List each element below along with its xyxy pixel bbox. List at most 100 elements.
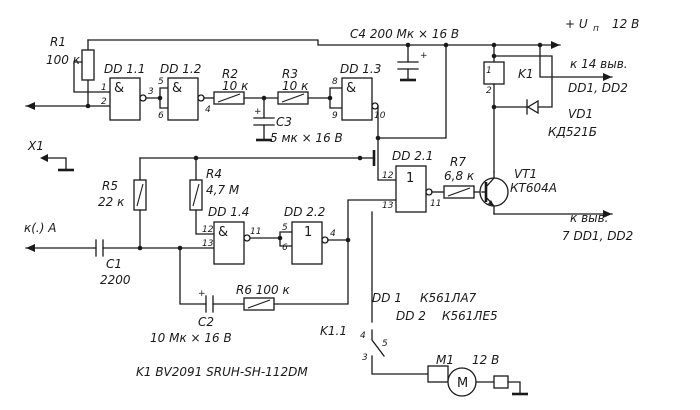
dd12-symbol: & xyxy=(172,81,182,96)
c2-value: 10 Мк × 16 В xyxy=(150,331,232,345)
dd11-label: DD 1.1 xyxy=(104,62,145,76)
resistor-r2: R2 10 к xyxy=(213,67,249,105)
k11-pin3: 3 xyxy=(362,353,368,363)
pin7-label: к выв. xyxy=(570,211,609,225)
resistor-r1: R1 100 к xyxy=(46,35,95,93)
vd1-label: VD1 xyxy=(568,107,593,121)
transistor-vt1: VT1 КТ604А xyxy=(479,167,557,215)
dd12-pin5: 5 xyxy=(158,77,164,87)
r2-value: 10 к xyxy=(222,79,249,93)
r7-value: 6,8 к xyxy=(444,169,475,183)
c2-label: C2 xyxy=(198,315,214,329)
c3-plus: + xyxy=(254,107,262,117)
k11-pin4: 4 xyxy=(360,331,366,341)
dd22-symbol: 1 xyxy=(304,225,312,240)
dd12-pin4: 4 xyxy=(205,105,211,115)
dd2-type: DD 2 xyxy=(396,309,426,323)
dd14-pin12: 12 xyxy=(202,225,214,235)
dd14-label: DD 1.4 xyxy=(208,205,249,219)
dd13-symbol: & xyxy=(346,81,356,96)
r4-value: 4,7 М xyxy=(206,183,240,197)
capacitor-c3: + C3 5 мк × 16 В xyxy=(253,97,343,145)
r2-label: R2 xyxy=(222,67,238,81)
dd13-pin10: 10 xyxy=(374,111,386,121)
k1-label: K1 xyxy=(518,67,534,81)
pin14-label-b: DD1, DD2 xyxy=(568,81,628,95)
dd1-type: DD 1 xyxy=(372,291,402,305)
pin14-label: к 14 выв. xyxy=(570,57,628,71)
k11-label: K1.1 xyxy=(320,324,347,338)
relay-note: K1 BV2091 SRUH-SH-112DM xyxy=(136,365,308,379)
c3-label: C3 xyxy=(276,115,292,129)
dd13-label: DD 1.3 xyxy=(340,62,381,76)
gate-dd1-1: & 1 2 3 DD 1.1 xyxy=(101,62,154,121)
resistor-r7: R7 6,8 к xyxy=(443,155,475,199)
resistor-r4: R4 4,7 М xyxy=(189,157,240,235)
gate-dd2-2: 1 5 6 4 DD 2.2 xyxy=(282,205,336,265)
dd11-pin2: 2 xyxy=(101,97,107,107)
r5-value: 22 к xyxy=(98,195,125,209)
pin7-label-b: 7 DD1, DD2 xyxy=(562,229,633,243)
c1-value: 2200 xyxy=(100,273,131,287)
r6-label: R6 100 к xyxy=(236,283,291,297)
r4-label: R4 xyxy=(206,167,222,181)
dd12-label: DD 1.2 xyxy=(160,62,201,76)
dd12-pin6: 6 xyxy=(158,111,164,121)
r3-value: 10 к xyxy=(282,79,309,93)
dd11-symbol: & xyxy=(114,81,124,96)
resistor-r5: R5 22 к xyxy=(98,157,147,249)
dd21-pin12: 12 xyxy=(382,171,394,181)
k1-pin2: 2 xyxy=(486,86,492,96)
ic-notes: DD 1 К561ЛА7 DD 2 К561ЛЕ5 xyxy=(372,291,498,323)
pin14-branch: к 14 выв. DD1, DD2 xyxy=(537,42,628,95)
relay-k1: 1 2 K1 xyxy=(483,44,534,173)
x1-label: X1 xyxy=(27,139,44,153)
c3-value: 5 мк × 16 В xyxy=(270,131,343,145)
vplus-label: + U xyxy=(565,17,588,31)
dd11-pin3: 3 xyxy=(148,87,154,97)
dd22-label: DD 2.2 xyxy=(284,205,325,219)
contact-k1-1: K1.1 4 3 5 xyxy=(320,211,429,375)
k1-pin1: 1 xyxy=(486,66,492,76)
left-output xyxy=(25,91,111,110)
diode-vd1: VD1 КД521Б xyxy=(491,53,597,139)
dd14-symbol: & xyxy=(218,225,228,240)
dd14-pin11: 11 xyxy=(250,227,261,237)
dd22-pin6: 6 xyxy=(282,243,288,253)
vd1-value: КД521Б xyxy=(548,125,597,139)
dd22-pin5: 5 xyxy=(282,223,288,233)
m1-symbol: M xyxy=(457,376,468,391)
vt1-value: КТ604А xyxy=(510,181,557,195)
dd11-pin1: 1 xyxy=(101,83,107,93)
dd13-pin8: 8 xyxy=(332,77,338,87)
dd14-pin13: 13 xyxy=(202,239,214,249)
vt1-label: VT1 xyxy=(514,167,537,181)
r3-label: R3 xyxy=(282,67,298,81)
capacitor-c4: + xyxy=(397,44,428,82)
r1-value: 100 к xyxy=(46,53,81,67)
dd13-pin9: 9 xyxy=(332,111,338,121)
dd1-part: К561ЛА7 xyxy=(420,291,477,305)
gate-dd1-3: & 8 9 10 DD 1.3 xyxy=(332,62,386,121)
supply-rail xyxy=(87,39,561,51)
gate-dd2-1: 1 12 13 11 DD 2.1 xyxy=(382,149,441,213)
r5-label: R5 xyxy=(102,179,118,193)
c4-label: C4 200 Мк × 16 В xyxy=(350,27,459,41)
m1-value: 12 В xyxy=(472,353,499,367)
dd2-part: К561ЛЕ5 xyxy=(442,309,498,323)
supply-label: + U п 12 В xyxy=(565,17,639,34)
input-a-label: к(.) A xyxy=(24,221,56,235)
r1-label: R1 xyxy=(50,35,66,49)
c1-label: C1 xyxy=(106,257,122,271)
gate-dd1-4: & 12 13 11 DD 1.4 xyxy=(202,205,261,265)
dd21-pin13: 13 xyxy=(382,201,394,211)
vplus-value: 12 В xyxy=(612,17,639,31)
c4-plus: + xyxy=(420,51,428,61)
connector-x1: X1 xyxy=(27,139,74,172)
dd21-pin11: 11 xyxy=(430,199,441,209)
capacitor-c1: C1 2200 xyxy=(95,239,215,287)
c2-plus: + xyxy=(198,289,206,299)
resistor-r3: R3 10 к xyxy=(277,67,309,105)
motor-m1: M M1 12 В xyxy=(427,353,528,397)
